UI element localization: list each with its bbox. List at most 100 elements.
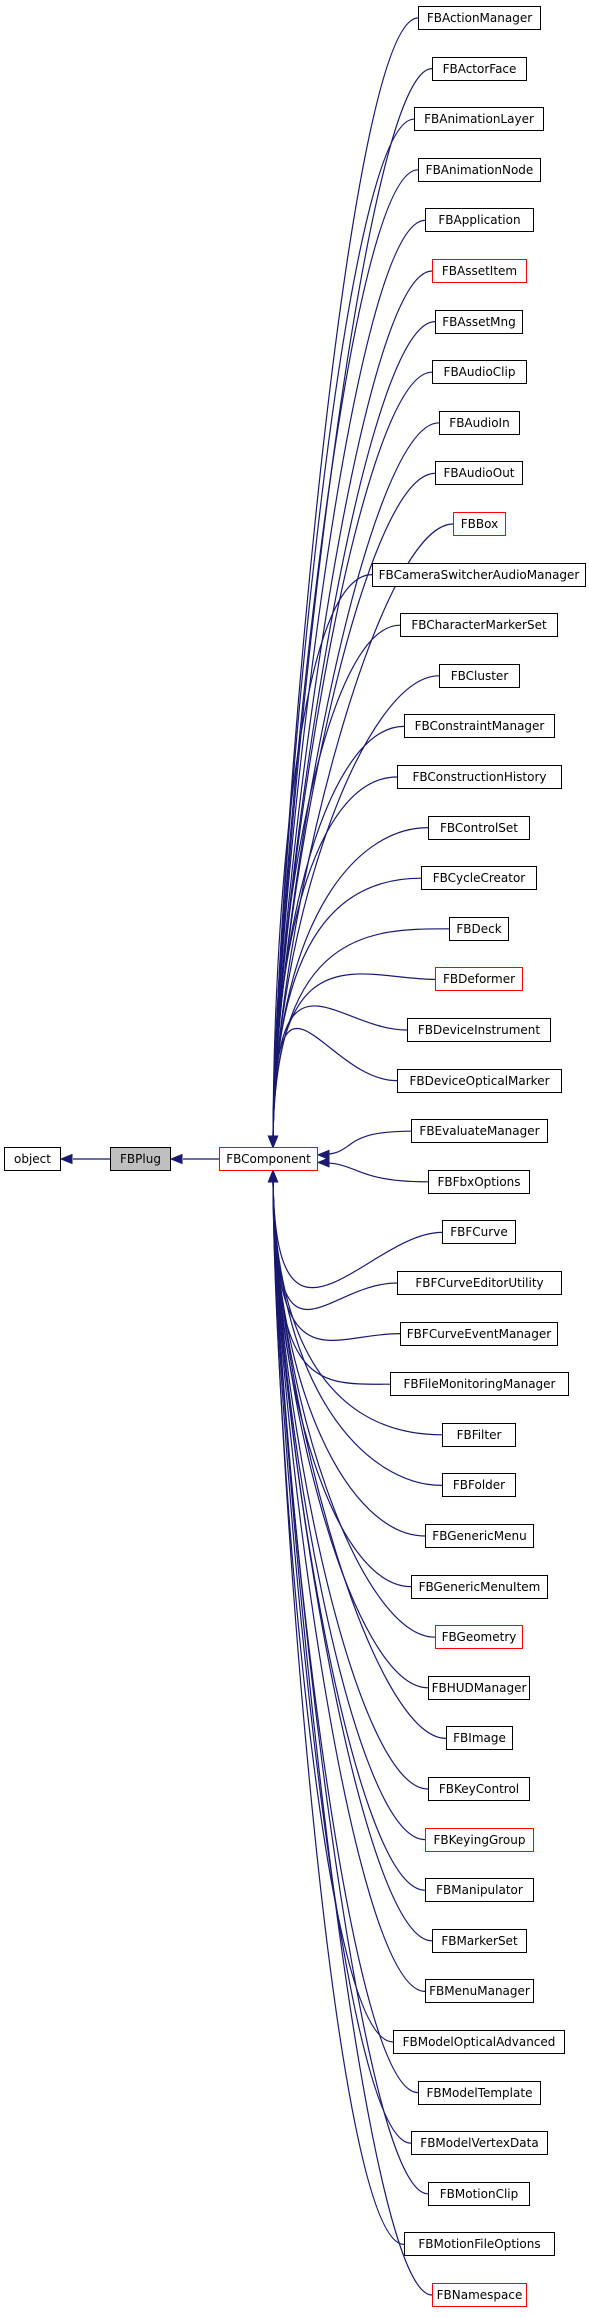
node-label: FBCluster — [450, 669, 509, 683]
node-label: FBFolder — [452, 1478, 506, 1492]
node-fbactorface[interactable]: FBActorFace — [432, 57, 527, 81]
node-fbmodelvertexdata[interactable]: FBModelVertexData — [411, 2131, 548, 2155]
edge-fbdeviceopticalmarker-to-fbcomponent — [272, 1027, 398, 1148]
edge-fbmodeltemplate-to-fbcomponent — [272, 1170, 419, 2094]
node-fbmanipulator[interactable]: FBManipulator — [425, 1878, 534, 1902]
node-fbfcurveeditorutility[interactable]: FBFCurveEditorUtility — [397, 1271, 562, 1295]
edge-arrowhead — [267, 1169, 279, 1183]
edge-fbdeviceinstrument-to-fbcomponent — [272, 1005, 408, 1148]
node-label: FBModelVertexData — [420, 2136, 539, 2150]
node-fbcontrolset[interactable]: FBControlSet — [428, 816, 530, 840]
node-fbfilter[interactable]: FBFilter — [442, 1423, 516, 1447]
edge-fbfolder-to-fbcomponent — [272, 1170, 443, 1486]
node-fbbox[interactable]: FBBox — [453, 512, 506, 536]
node-fbmenumanager[interactable]: FBMenuManager — [425, 1979, 534, 2003]
node-label: FBCameraSwitcherAudioManager — [378, 568, 580, 582]
node-label: FBConstructionHistory — [412, 770, 547, 784]
node-fbactionmanager[interactable]: FBActionManager — [418, 6, 541, 30]
node-label: FBAudioClip — [443, 365, 516, 379]
node-fbfcurveeventmanager[interactable]: FBFCurveEventManager — [400, 1322, 558, 1346]
node-label: FBMotionClip — [439, 2187, 519, 2201]
edge-fbfbxoptions-to-fbcomponent — [317, 1161, 429, 1183]
node-fbmotionfileoptions[interactable]: FBMotionFileOptions — [404, 2232, 555, 2256]
edge-fbmodelvertexdata-to-fbcomponent — [272, 1170, 412, 2144]
edge-fbapplication-to-fbcomponent — [272, 219, 426, 1148]
node-fbcharactermarkerset[interactable]: FBCharacterMarkerSet — [400, 613, 558, 637]
node-label: FBBox — [460, 517, 499, 531]
node-label: FBFCurveEditorUtility — [415, 1276, 544, 1290]
edge-fbdeformer-to-fbcomponent — [272, 973, 436, 1148]
node-fbaudioin[interactable]: FBAudioIn — [439, 411, 520, 435]
node-fbmodeltemplate[interactable]: FBModelTemplate — [418, 2081, 541, 2105]
edge-fbmotionfileoptions-to-fbcomponent — [272, 1170, 405, 2245]
node-fbapplication[interactable]: FBApplication — [425, 208, 534, 232]
node-fbgeometry[interactable]: FBGeometry — [435, 1625, 523, 1649]
edge-arrowhead — [316, 1149, 330, 1161]
edge-fbassetitem-to-fbcomponent — [272, 270, 433, 1148]
node-label: FBGenericMenuItem — [418, 1580, 541, 1594]
node-fbfbxoptions[interactable]: FBFbxOptions — [428, 1170, 530, 1194]
edge-arrowhead — [59, 1153, 73, 1165]
edge-fbconstructionhistory-to-fbcomponent — [272, 776, 398, 1148]
node-label: FBApplication — [438, 213, 521, 227]
node-label: FBMarkerSet — [441, 1934, 518, 1948]
node-fbplug-label: FBPlug — [120, 1152, 161, 1166]
node-label: FBNamespace — [436, 2288, 523, 2302]
node-fbgenericmenu[interactable]: FBGenericMenu — [425, 1524, 534, 1548]
node-fbdeck[interactable]: FBDeck — [449, 917, 509, 941]
node-label: FBHUDManager — [431, 1681, 527, 1695]
node-fbanimationlayer[interactable]: FBAnimationLayer — [414, 107, 544, 131]
node-fbfcurve[interactable]: FBFCurve — [442, 1220, 516, 1244]
node-fbconstructionhistory[interactable]: FBConstructionHistory — [397, 765, 562, 789]
node-fbfilemonitoringmanager[interactable]: FBFileMonitoringManager — [390, 1372, 569, 1396]
node-label: FBDeck — [456, 922, 502, 936]
node-fbcomponent-label: FBComponent — [226, 1152, 311, 1166]
node-label: FBAnimationLayer — [424, 112, 534, 126]
node-fbmodelopticaladvanced[interactable]: FBModelOpticalAdvanced — [393, 2030, 565, 2054]
node-fbcameraswitcheraudiomanager[interactable]: FBCameraSwitcherAudioManager — [372, 563, 586, 587]
node-fbmarkerset[interactable]: FBMarkerSet — [432, 1929, 527, 1953]
node-label: FBMenuManager — [429, 1984, 530, 1998]
node-fbassetitem[interactable]: FBAssetItem — [432, 259, 527, 283]
node-label: FBImage — [453, 1731, 506, 1745]
node-object-label: object — [14, 1152, 51, 1166]
node-fbfolder[interactable]: FBFolder — [442, 1473, 516, 1497]
edge-arrowhead — [267, 1135, 279, 1149]
node-fbdeviceopticalmarker[interactable]: FBDeviceOpticalMarker — [397, 1069, 562, 1093]
node-fbkeyinggroup[interactable]: FBKeyingGroup — [425, 1828, 534, 1852]
node-fbnamespace[interactable]: FBNamespace — [432, 2283, 527, 2307]
node-fbdeformer[interactable]: FBDeformer — [435, 967, 523, 991]
node-fbcyclecreator[interactable]: FBCycleCreator — [421, 866, 537, 890]
node-label: FBKeyControl — [438, 1782, 520, 1796]
node-fbevaluatemanager[interactable]: FBEvaluateManager — [411, 1119, 548, 1143]
edge-fbfcurveeditorutility-to-fbcomponent — [272, 1170, 398, 1310]
node-fbimage[interactable]: FBImage — [446, 1726, 513, 1750]
node-label: FBDeformer — [442, 972, 516, 986]
node-label: FBCharacterMarkerSet — [411, 618, 547, 632]
node-fbassetmng[interactable]: FBAssetMng — [435, 310, 523, 334]
edge-fbcameraswitcheraudiomanager-to-fbcomponent — [272, 574, 373, 1148]
node-fbgenericmenuitem[interactable]: FBGenericMenuItem — [411, 1575, 548, 1599]
node-fbcomponent[interactable]: FBComponent — [219, 1147, 318, 1171]
node-label: FBFilter — [456, 1428, 502, 1442]
node-fbconstraintmanager[interactable]: FBConstraintManager — [404, 714, 555, 738]
node-label: FBDeviceOpticalMarker — [409, 1074, 550, 1088]
node-fbaudioclip[interactable]: FBAudioClip — [432, 360, 527, 384]
node-fbplug[interactable]: FBPlug — [110, 1147, 171, 1171]
edge-fbkeycontrol-to-fbcomponent — [272, 1170, 429, 1790]
node-fbaudioout[interactable]: FBAudioOut — [435, 461, 523, 485]
node-fbkeycontrol[interactable]: FBKeyControl — [428, 1777, 530, 1801]
node-label: FBAssetItem — [441, 264, 518, 278]
edge-fbevaluatemanager-to-fbcomponent — [317, 1130, 412, 1156]
node-label: FBCycleCreator — [432, 871, 526, 885]
node-label: FBAudioIn — [449, 416, 510, 430]
node-fbanimationnode[interactable]: FBAnimationNode — [418, 158, 541, 182]
node-fbcluster[interactable]: FBCluster — [439, 664, 520, 688]
node-fbmotionclip[interactable]: FBMotionClip — [428, 2182, 530, 2206]
node-fbdeviceinstrument[interactable]: FBDeviceInstrument — [407, 1018, 551, 1042]
node-label: FBFCurveEventManager — [406, 1327, 552, 1341]
node-label: FBAssetMng — [442, 315, 516, 329]
node-object[interactable]: object — [4, 1147, 61, 1171]
node-fbhudmanager[interactable]: FBHUDManager — [428, 1676, 530, 1700]
